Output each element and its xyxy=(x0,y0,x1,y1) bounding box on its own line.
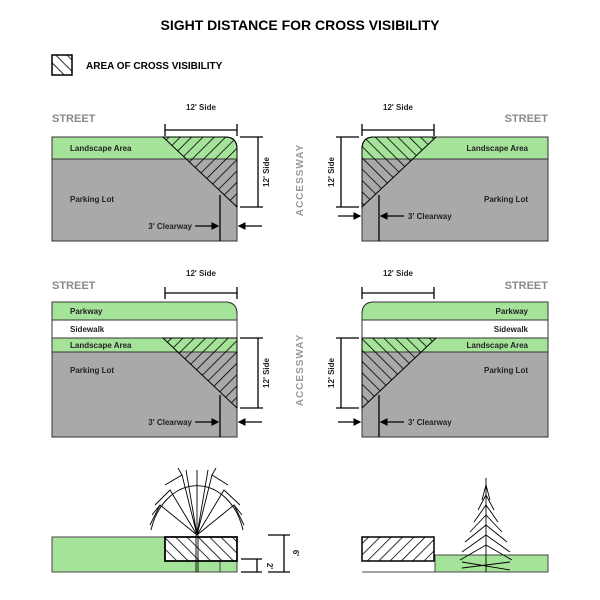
street-label: STREET xyxy=(505,113,549,125)
side-dimension-label: 12' Side xyxy=(383,269,413,278)
landscape-label: Landscape Area xyxy=(70,341,132,350)
parkway-label: Parkway xyxy=(496,307,529,316)
six-foot-label: 6' xyxy=(291,550,300,556)
clearway-label: 3' Clearway xyxy=(408,212,452,221)
section-conifer-tree xyxy=(361,478,549,573)
page-title: SIGHT DISTANCE FOR CROSS VISIBILITY xyxy=(161,17,441,33)
side-dimension-label: 12' Side xyxy=(327,357,336,387)
cross-visibility-zone xyxy=(361,536,435,562)
panel-middle-right: STREET Parkway Sidewalk Landscape Area P… xyxy=(327,269,549,438)
accessway-label: ACCESSWAY xyxy=(295,334,306,407)
street-label: STREET xyxy=(505,280,549,292)
side-dimension-label: 12' Side xyxy=(262,156,271,186)
legend-label: AREA OF CROSS VISIBILITY xyxy=(86,61,223,72)
side-dimension-label: 12' Side xyxy=(186,103,216,112)
landscape-label: Landscape Area xyxy=(466,144,528,153)
panel-middle-left: STREET Parkway Sidewalk Landscape Area P… xyxy=(51,269,271,438)
clearway-label: 3' Clearway xyxy=(148,418,192,427)
panel-top-right: STREET Landscape Area Parking Lot 12' Si… xyxy=(327,103,549,242)
legend-hatch-swatch xyxy=(51,54,73,76)
section-deciduous-tree: 2' 6' xyxy=(51,467,300,573)
side-dimension-label: 12' Side xyxy=(262,357,271,387)
panel-top-left: STREET Landscape Area Parking Lot 12' Si… xyxy=(51,103,271,242)
sidewalk-label: Sidewalk xyxy=(494,325,529,334)
side-dimension-label: 12' Side xyxy=(383,103,413,112)
parking-label: Parking Lot xyxy=(70,195,114,204)
parking-label: Parking Lot xyxy=(484,195,528,204)
accessway-label: ACCESSWAY xyxy=(295,144,306,217)
sidewalk-label: Sidewalk xyxy=(70,325,105,334)
two-foot-label: 2' xyxy=(265,563,274,569)
side-dimension-label: 12' Side xyxy=(186,269,216,278)
parkway-label: Parkway xyxy=(70,307,103,316)
street-label: STREET xyxy=(52,113,96,125)
clearway-label: 3' Clearway xyxy=(408,418,452,427)
deciduous-tree-icon xyxy=(149,467,245,572)
landscape-label: Landscape Area xyxy=(466,341,528,350)
conifer-tree-icon xyxy=(459,478,513,572)
parking-label: Parking Lot xyxy=(484,366,528,375)
landscape-label: Landscape Area xyxy=(70,144,132,153)
cross-visibility-zone xyxy=(164,536,238,562)
clearway-label: 3' Clearway xyxy=(148,222,192,231)
side-dimension-label: 12' Side xyxy=(327,156,336,186)
parking-label: Parking Lot xyxy=(70,366,114,375)
street-label: STREET xyxy=(52,280,96,292)
